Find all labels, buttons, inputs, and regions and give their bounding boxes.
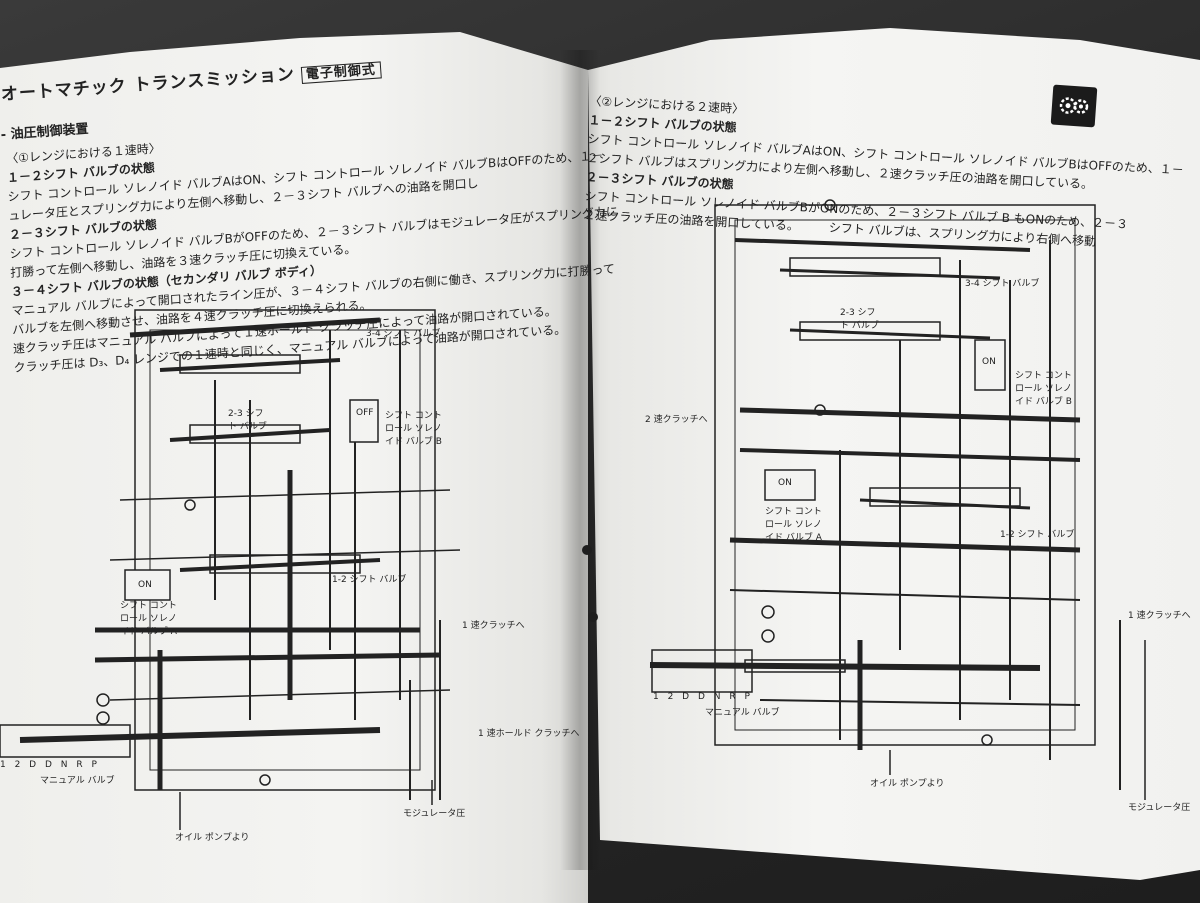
label-modulator-right: モジュレータ圧 <box>1128 803 1191 813</box>
label-manual-valve-left: マニュアル バルブ <box>40 776 115 786</box>
label-23-shift-valve-left: 2-3 シフト バルブ <box>228 409 267 432</box>
label-first-hold-left: 1 速ホールド クラッチへ <box>478 729 580 739</box>
label-solenoid-a-right: シフト コントロール ソレノイド バルブ A <box>765 507 822 543</box>
label-modulator-left: モジュレータ圧 <box>403 809 466 819</box>
label-solenoid-b-right: シフト コントロール ソレノイド バルブ B <box>1015 371 1072 407</box>
label-on-b-right: ON <box>982 357 996 367</box>
binding-hole <box>582 545 592 555</box>
label-34-shift-valve-right: 3-4 シフト バルブ <box>965 279 1040 289</box>
label-off-left: OFF <box>356 408 374 418</box>
label-34-shift-valve-left: 3-4 シフト バルブ <box>366 329 441 339</box>
label-12-shift-valve-left: 1-2 シフト バルブ <box>332 575 407 585</box>
label-first-clutch-right: 1 速クラッチへ <box>1128 611 1191 621</box>
label-solenoid-a-left: シフト コントロール ソレノイド バルブ A <box>120 601 177 637</box>
label-oil-pump-right: オイル ポンプより <box>870 779 945 789</box>
label-first-clutch-left: 1 速クラッチへ <box>462 621 525 631</box>
label-range-marks-right: 1 2 D D N R P <box>653 692 753 702</box>
left-page <box>0 32 588 903</box>
left-hydraulic-diagram <box>0 309 461 830</box>
book-spine-shadow <box>560 50 600 870</box>
binding-hole <box>588 612 598 622</box>
label-range-marks-left: 1 2 D D N R P <box>0 760 100 770</box>
label-12-shift-valve-right: 1-2 シフト バルブ <box>1000 530 1075 540</box>
label-23-shift-valve-right: 2-3 シフト バルブ <box>840 308 879 331</box>
label-on-a-right: ON <box>778 478 792 488</box>
label-oil-pump-left: オイル ポンプより <box>175 833 250 843</box>
gear-icon <box>1050 84 1098 128</box>
label-manual-valve-right: マニュアル バルブ <box>705 708 780 718</box>
label-solenoid-b-left: シフト コントロール ソレノイド バルブ B <box>385 411 442 447</box>
right-hydraulic-diagram <box>649 199 1146 800</box>
label-on-left: ON <box>138 580 152 590</box>
label-second-clutch-right: 2 速クラッチへ <box>645 415 708 425</box>
